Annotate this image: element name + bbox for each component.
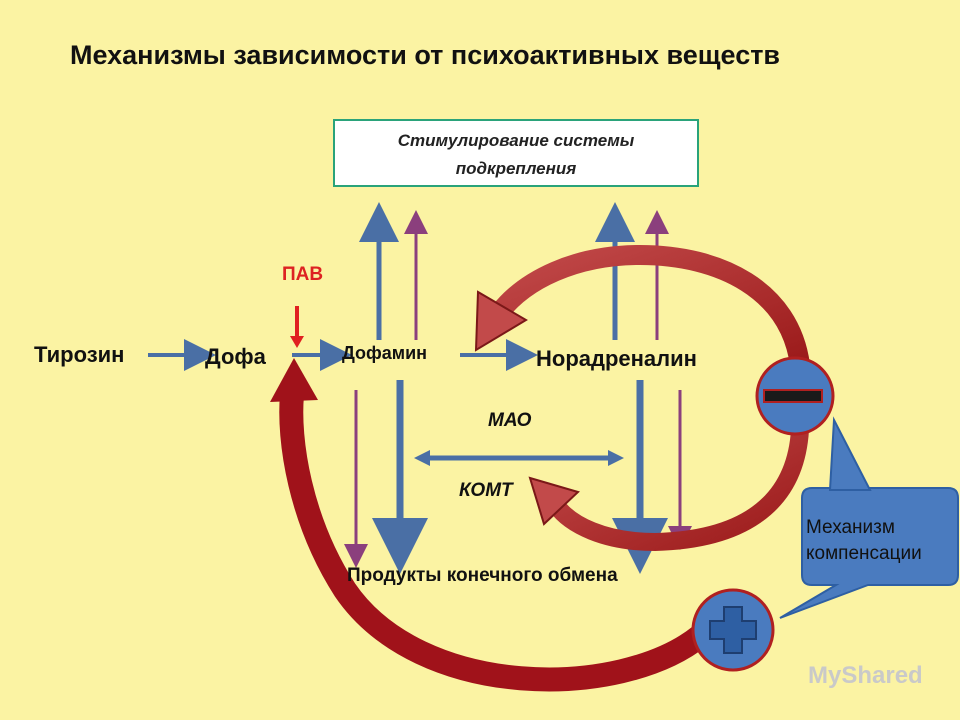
plus-sign-icon <box>709 606 757 654</box>
feedback-arrow-bottom <box>548 429 809 552</box>
products-label: Продукты конечного обмена <box>347 565 618 586</box>
compensation-arrow <box>279 393 708 692</box>
callout-line1: Механизм <box>806 517 895 538</box>
mao-arrow-right-head <box>608 450 624 466</box>
compensation-arrow-head <box>270 358 318 402</box>
enzyme-comt: КОМТ <box>459 480 513 501</box>
callout-text: Механизм компенсации <box>806 515 922 567</box>
stimulation-box: Стимулирование системы подкрепления <box>333 119 699 187</box>
node-noradrenaline: Норадреналин <box>536 346 697 371</box>
minus-sign-icon <box>763 389 823 403</box>
node-dofa: Дофа <box>205 344 266 369</box>
feedback-arrow-top <box>492 244 810 367</box>
feedback-arrow-bottom-head <box>528 476 580 526</box>
mao-arrow-left-head <box>414 450 430 466</box>
stimulation-box-line2: подкрепления <box>455 159 577 178</box>
callout-bubble <box>779 487 959 619</box>
pav-arrow-head <box>290 336 304 348</box>
feedback-arrow-top-head <box>474 290 528 352</box>
node-tyrosine: Тирозин <box>34 342 125 367</box>
watermark-logo: MyShared <box>808 662 923 689</box>
page-title: Механизмы зависимости от психоактивных в… <box>70 40 781 70</box>
enzyme-mao: МАО <box>488 410 532 431</box>
node-dopamine: Дофамин <box>342 343 428 363</box>
callout-pointer-up <box>828 416 872 491</box>
stimulation-box-line1: Стимулирование системы <box>397 131 635 150</box>
pav-label: ПАВ <box>282 264 324 285</box>
callout-line2: компенсации <box>806 543 922 564</box>
